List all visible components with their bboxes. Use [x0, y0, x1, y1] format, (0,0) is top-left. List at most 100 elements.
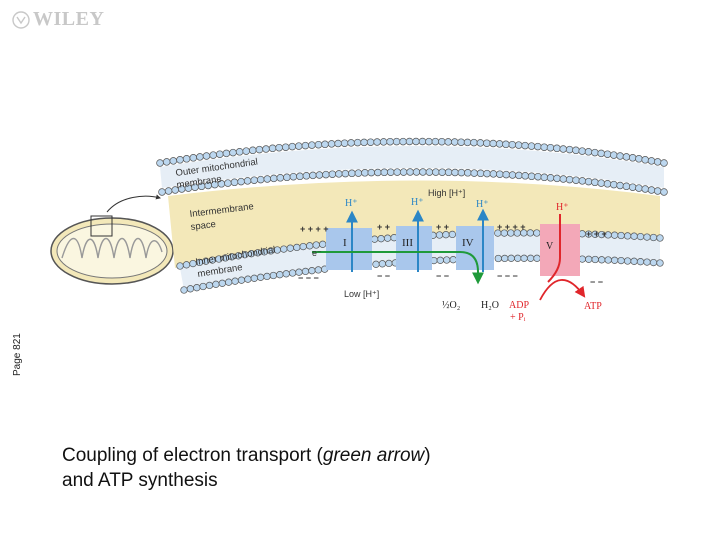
lipid-head — [418, 137, 427, 146]
lipid-head — [501, 254, 509, 263]
proton-label-1: H⁺ — [345, 198, 358, 209]
lipid-head — [559, 175, 568, 183]
atp-label: ATP — [584, 301, 602, 312]
lipid-head — [489, 139, 497, 148]
lipid-head — [406, 168, 414, 176]
lipid-head — [275, 143, 283, 152]
lipid-head — [540, 173, 549, 182]
lipid-head — [635, 184, 643, 192]
lipid-head — [489, 170, 498, 178]
lipid-head — [585, 255, 593, 263]
lipid-head — [249, 146, 257, 155]
lipid-head — [635, 155, 643, 163]
lipid-head — [340, 139, 349, 147]
lipid-head — [436, 256, 444, 264]
lipid-head — [224, 179, 232, 187]
lipid-head — [308, 141, 316, 149]
lipid-head — [425, 137, 433, 146]
lipid-head — [399, 137, 407, 146]
svg-text:− − −: − − − — [497, 271, 518, 281]
adp-label: ADP — [509, 300, 529, 311]
lipid-head — [483, 169, 491, 178]
lipid-head — [578, 147, 586, 155]
lipid-head — [180, 286, 188, 294]
lipid-head — [270, 174, 278, 183]
lipid-head — [256, 175, 265, 184]
lipid-head — [435, 231, 444, 239]
lipid-head — [508, 140, 517, 149]
lipid-head — [319, 240, 327, 248]
lipid-head — [623, 257, 632, 265]
lipid-head — [660, 159, 668, 167]
lipid-head — [463, 138, 472, 147]
lipid-head — [483, 139, 491, 147]
lipid-head — [193, 284, 201, 292]
lipid-head — [189, 154, 198, 162]
lipid-head — [649, 233, 658, 242]
lipid-head — [164, 187, 173, 195]
lipid-head — [636, 258, 645, 266]
pi-label: + Pᵢ — [510, 312, 526, 323]
lipid-head — [425, 168, 434, 176]
lipid-head — [494, 254, 502, 263]
lipid-head — [335, 170, 343, 178]
lipid-head — [464, 169, 472, 177]
svg-text:+ + +: + + + — [586, 229, 607, 239]
lipid-head — [527, 142, 536, 150]
lipid-head — [296, 172, 304, 181]
complex-5-label: V — [546, 241, 554, 252]
lipid-head — [293, 243, 301, 252]
lipid-head — [386, 168, 395, 176]
lipid-head — [276, 174, 285, 182]
svg-text:− −: − − — [436, 271, 449, 281]
lipid-head — [622, 153, 631, 161]
lipid-head — [360, 138, 368, 147]
lipid-head — [495, 140, 504, 148]
lipid-head — [616, 152, 624, 160]
lipid-head — [660, 188, 668, 196]
lipid-head — [584, 148, 593, 156]
lipid-head — [578, 177, 587, 185]
caption-line2: and ATP synthesis — [62, 470, 218, 491]
lipid-head — [288, 269, 297, 277]
lipid-head — [419, 168, 427, 176]
lipid-head — [347, 139, 355, 147]
lipid-head — [353, 138, 362, 147]
svg-text:− −: − − — [590, 277, 603, 287]
lipid-head — [378, 260, 387, 268]
lipid-head — [392, 137, 401, 146]
wiley-seal-icon — [12, 10, 30, 29]
positive-charges: + + + + + + + + + + + + + + + — [300, 222, 607, 239]
lipid-head — [379, 138, 388, 146]
lipid-head — [470, 138, 478, 147]
lipid-head — [218, 279, 226, 287]
lipid-head — [507, 254, 515, 262]
lipid-head — [268, 144, 277, 153]
lipid-head — [383, 234, 392, 242]
lipid-head — [597, 179, 605, 187]
lipid-head — [476, 169, 485, 178]
lipid-head — [521, 172, 529, 180]
oxygen-label: ½O₂ — [442, 300, 460, 311]
lipid-head — [617, 256, 625, 265]
svg-text:− −: − − — [377, 271, 390, 281]
lipid-head — [591, 148, 599, 157]
complex-4-box — [456, 226, 494, 270]
lipid-head — [412, 168, 421, 176]
lipid-head — [527, 172, 536, 181]
lipid-head — [202, 152, 211, 160]
lipid-head — [442, 231, 450, 239]
negative-charges: − − − − − − − − − − − − — [298, 271, 603, 287]
lipid-head — [444, 138, 452, 146]
lipid-head — [182, 155, 191, 163]
lipid-head — [526, 254, 535, 262]
lipid-head — [438, 137, 446, 146]
lipid-head — [470, 169, 478, 177]
lipid-head — [653, 187, 662, 195]
lipid-head — [212, 280, 220, 288]
water-label: H₂O — [481, 300, 499, 311]
lipid-head — [448, 230, 457, 239]
lipid-head — [225, 278, 233, 286]
lipid-head — [176, 156, 184, 164]
